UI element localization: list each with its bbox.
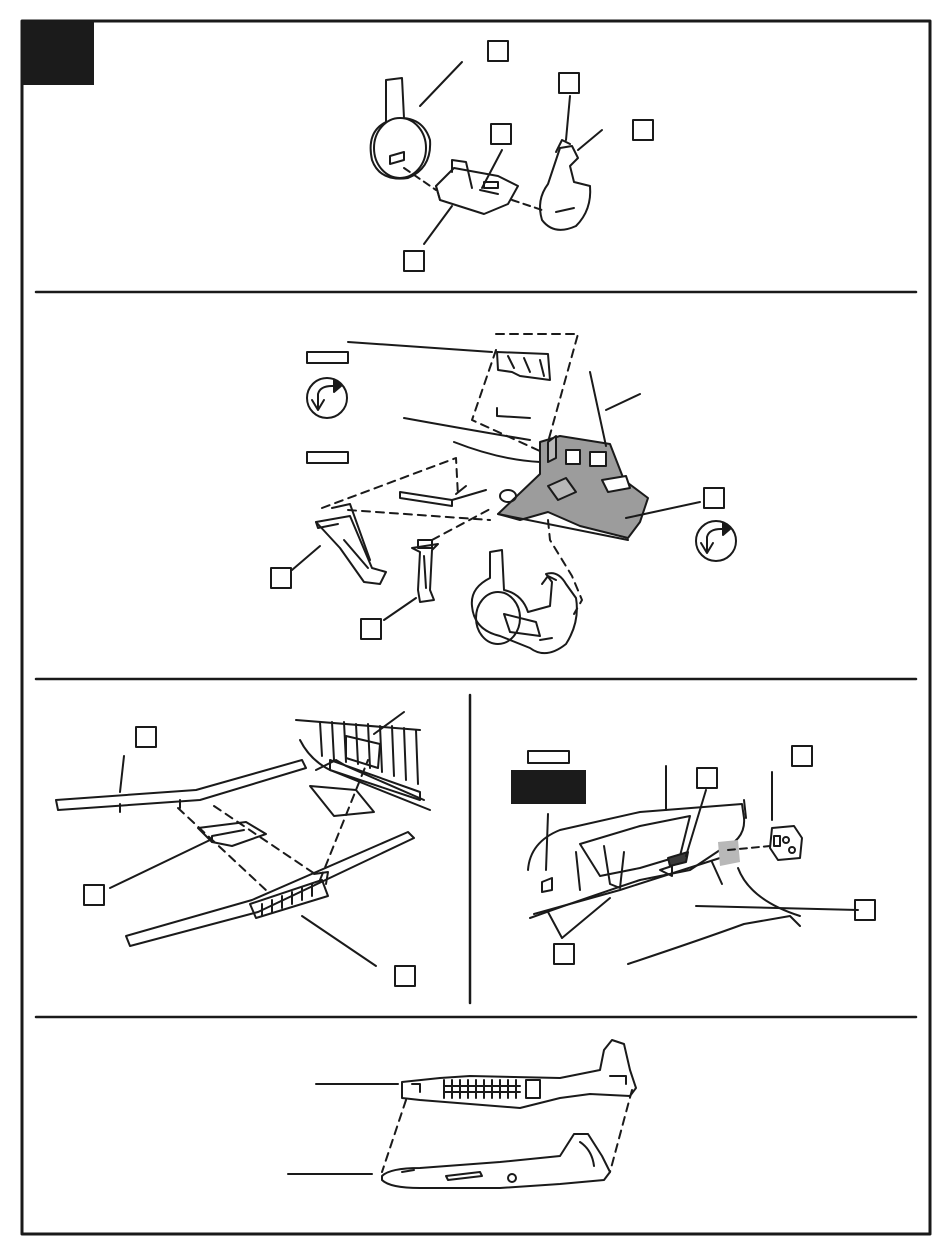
callout-box xyxy=(554,944,574,964)
callout-box xyxy=(559,73,579,93)
panel-fuselage-wall xyxy=(511,746,875,964)
control-column xyxy=(412,540,438,602)
fuselage-interior xyxy=(296,720,430,816)
sheet-border xyxy=(22,21,930,1234)
paint-chip-filled xyxy=(511,770,586,804)
callout-box xyxy=(361,619,381,639)
pedal-assembly xyxy=(316,504,386,584)
seat-back-left xyxy=(371,78,431,179)
panel-fuselage-join xyxy=(288,1040,636,1188)
seat-base xyxy=(436,160,518,214)
callout-box xyxy=(488,41,508,61)
fuselage-half-exterior xyxy=(382,1134,610,1188)
panel-cockpit-assembly xyxy=(271,334,736,653)
instrument-panel-part xyxy=(770,826,802,860)
paint-chip xyxy=(307,352,348,363)
callout-box xyxy=(271,568,291,588)
callout-box xyxy=(491,124,511,144)
callout-box xyxy=(136,727,156,747)
callout-box xyxy=(704,488,724,508)
windscreen-part xyxy=(497,352,550,380)
panel-floor-assembly xyxy=(56,712,430,986)
floor-strip-lower xyxy=(126,832,414,946)
callout-box xyxy=(697,768,717,788)
rotate-icon xyxy=(307,378,347,418)
paint-chip xyxy=(528,751,569,763)
paint-chip xyxy=(307,452,348,463)
fuselage-half xyxy=(528,800,800,918)
seat-assembly-complete xyxy=(472,550,577,653)
callout-box xyxy=(404,251,424,271)
floor-strip-upper xyxy=(56,760,306,812)
step-marker xyxy=(22,21,94,85)
panel-seat-assembly xyxy=(371,41,653,271)
seat-back-right xyxy=(540,140,590,230)
callout-box xyxy=(395,966,415,986)
fuselage-half-interior xyxy=(402,1040,636,1108)
callout-box xyxy=(792,746,812,766)
callout-box xyxy=(84,885,104,905)
callout-box xyxy=(633,120,653,140)
cockpit-tub xyxy=(498,436,648,540)
rotate-icon xyxy=(696,521,736,561)
